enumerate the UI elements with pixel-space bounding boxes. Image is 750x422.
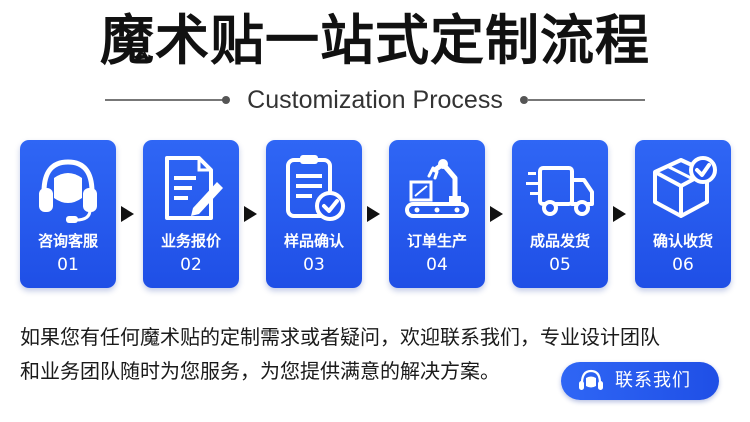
step-number: 02 — [180, 255, 202, 275]
step-card-1: 咨询客服 01 — [20, 140, 116, 288]
subtitle-row: Customization Process — [0, 84, 750, 116]
step-label: 成品发货 — [529, 232, 590, 250]
robot-arm-icon — [403, 152, 471, 224]
step-label: 订单生产 — [406, 232, 467, 250]
description: 如果您有任何魔术贴的定制需求或者疑问，欢迎联系我们，专业设计团队 和业务团队随时… — [20, 320, 732, 388]
package-check-icon — [649, 152, 717, 224]
step-card-3: 样品确认 03 — [266, 140, 362, 288]
divider-line — [527, 99, 645, 101]
checklist-icon — [280, 152, 348, 224]
step-card-4: 订单生产 04 — [389, 140, 485, 288]
arrow-right-icon — [613, 206, 626, 222]
step-label: 确认收货 — [652, 232, 713, 250]
step-label: 咨询客服 — [37, 232, 98, 250]
step-number: 03 — [303, 255, 325, 275]
step-card-2: 业务报价 02 — [143, 140, 239, 288]
arrow-right-icon — [244, 206, 257, 222]
contact-us-button[interactable]: 联系我们 — [561, 362, 719, 400]
description-line-1: 如果您有任何魔术贴的定制需求或者疑问，欢迎联系我们，专业设计团队 — [20, 325, 660, 349]
delivery-truck-icon — [526, 152, 594, 224]
process-steps: 咨询客服 01 业务报价 02 — [20, 140, 732, 288]
step-number: 01 — [57, 255, 79, 275]
contact-us-label: 联系我们 — [615, 370, 691, 391]
step-number: 05 — [549, 255, 571, 275]
arrow-right-icon — [367, 206, 380, 222]
step-card-5: 成品发货 05 — [512, 140, 608, 288]
step-card-6: 确认收货 06 — [635, 140, 731, 288]
step-number: 06 — [672, 255, 694, 275]
document-edit-icon — [157, 152, 225, 224]
page-subtitle: Customization Process — [247, 86, 503, 114]
headset-icon — [577, 368, 605, 394]
headset-icon — [34, 152, 102, 224]
divider-dot — [520, 96, 528, 104]
step-number: 04 — [426, 255, 448, 275]
arrow-right-icon — [490, 206, 503, 222]
divider-line — [105, 99, 223, 101]
arrow-right-icon — [121, 206, 134, 222]
step-label: 样品确认 — [283, 232, 344, 250]
description-line-2: 和业务团队随时为您服务，为您提供满意的解决方案。 — [20, 359, 500, 383]
step-label: 业务报价 — [160, 232, 221, 250]
page-title: 魔术贴一站式定制流程 — [100, 9, 650, 72]
divider-dot — [222, 96, 230, 104]
